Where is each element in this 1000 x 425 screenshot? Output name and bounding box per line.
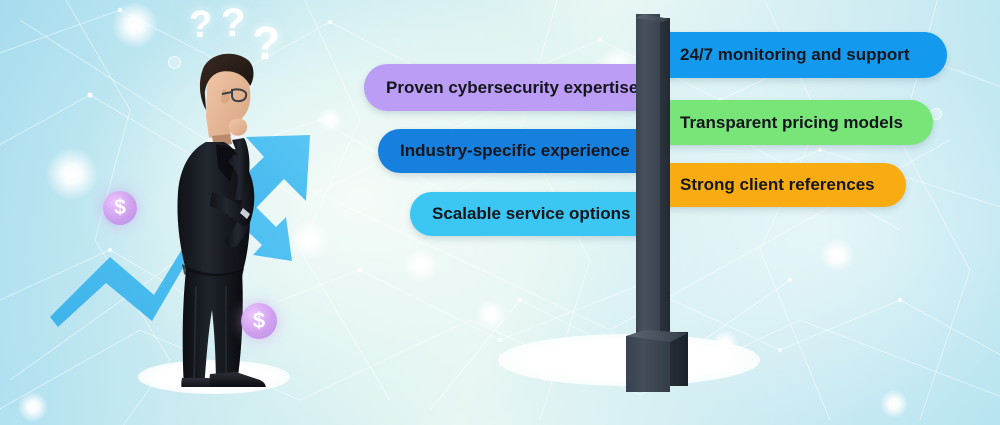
glow-node xyxy=(18,392,48,422)
signpost-base-front xyxy=(626,336,670,392)
glow-node xyxy=(476,300,506,330)
signpost-pole-front xyxy=(636,14,660,366)
glow-node xyxy=(318,108,342,132)
sign-label: Transparent pricing models xyxy=(680,112,903,132)
sign-proven-cybersecurity-expertise[interactable]: Proven cybersecurity expertise xyxy=(364,64,664,111)
thinking-businessman-figure xyxy=(177,53,266,387)
signpost-base xyxy=(626,330,688,392)
glow-node xyxy=(46,148,98,200)
sign-transparent-pricing-models[interactable]: Transparent pricing models xyxy=(662,100,933,145)
glow-node xyxy=(880,390,908,418)
glow-node xyxy=(112,2,158,48)
sign-strong-client-references[interactable]: Strong client references xyxy=(662,163,906,207)
signpost-pole-side xyxy=(660,18,670,366)
signpost-pole-top xyxy=(636,14,670,22)
sign-label: Scalable service options xyxy=(432,204,631,223)
sign-label: 24/7 monitoring and support xyxy=(680,45,910,64)
sign-247-monitoring-and-support[interactable]: 24/7 monitoring and support xyxy=(662,32,947,78)
sign-scalable-service-options[interactable]: Scalable service options xyxy=(410,192,664,236)
ring-node xyxy=(168,56,181,69)
dollar-badge-icon: $ xyxy=(241,303,277,339)
question-mark-icon: ? xyxy=(221,1,246,45)
dollar-badge-icon: $ xyxy=(103,191,137,225)
sign-label: Proven cybersecurity expertise xyxy=(386,77,639,97)
sign-industry-specific-experience[interactable]: Industry-specific experience xyxy=(378,129,664,173)
question-mark-icon: ? xyxy=(252,17,281,69)
glow-node xyxy=(290,220,330,260)
glow-node xyxy=(404,248,438,282)
sign-label: Strong client references xyxy=(680,175,875,194)
signpost-base-side xyxy=(670,332,688,386)
question-mark-icon: ? xyxy=(189,4,213,46)
sign-label: Industry-specific experience xyxy=(400,141,630,160)
signpost-pole xyxy=(636,14,670,366)
glow-node xyxy=(820,238,854,272)
